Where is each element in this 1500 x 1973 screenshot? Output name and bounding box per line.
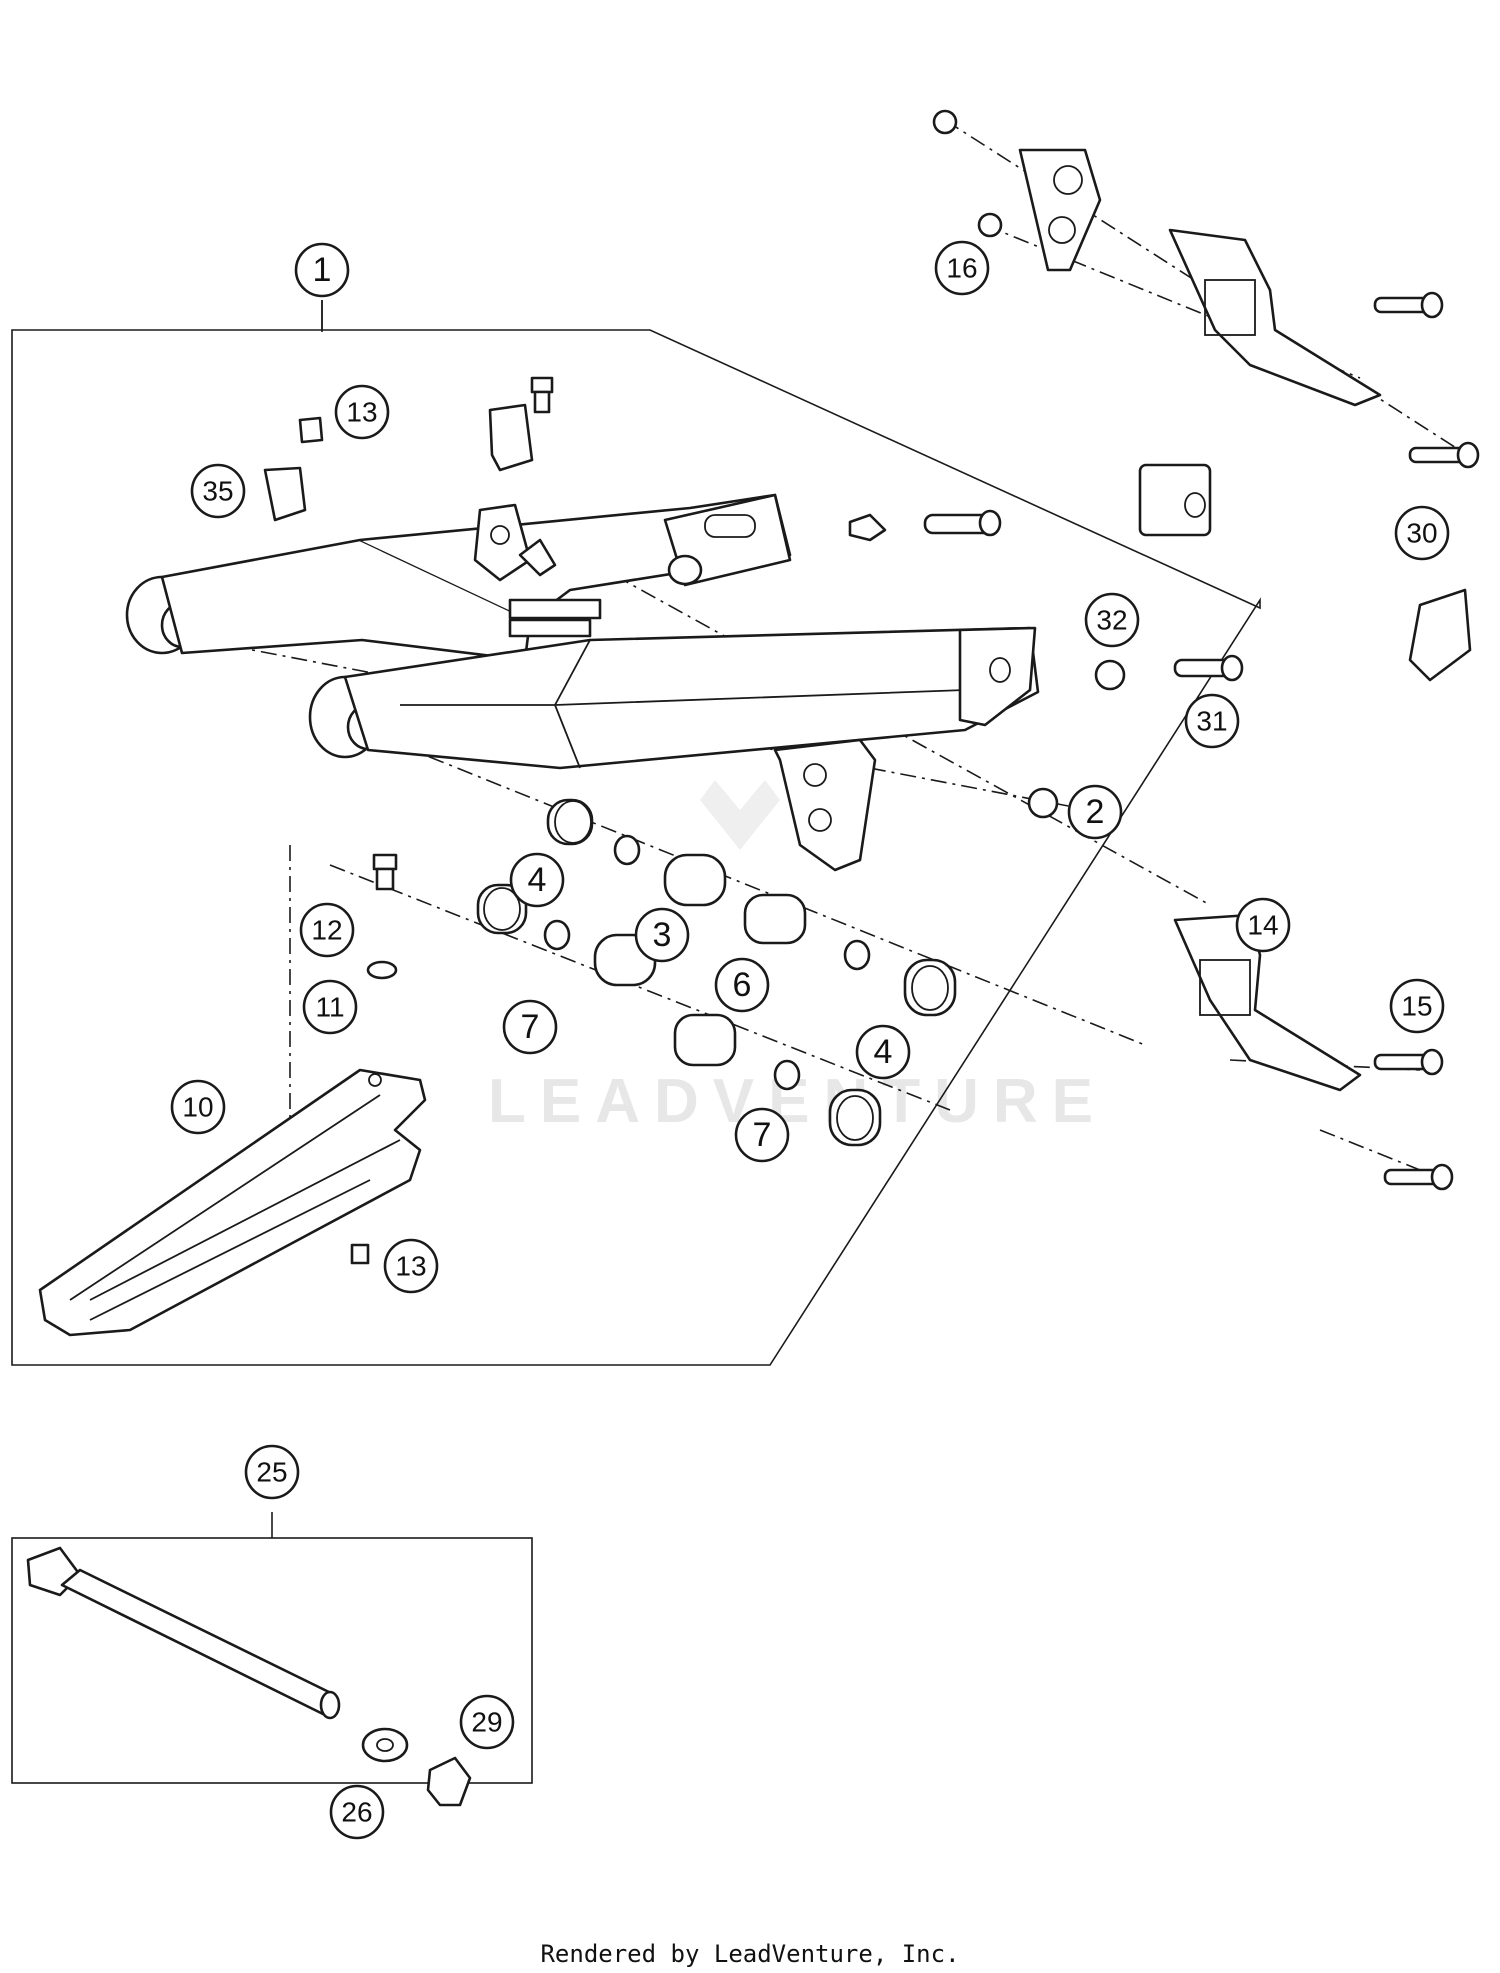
svg-text:32: 32 <box>1096 605 1127 636</box>
svg-text:12: 12 <box>311 915 342 946</box>
svg-text:11: 11 <box>315 992 344 1023</box>
callout-26[interactable]: 26 <box>329 1784 385 1840</box>
svg-text:15: 15 <box>1401 991 1432 1022</box>
callout-11[interactable]: 11 <box>302 979 358 1035</box>
svg-text:6: 6 <box>733 966 752 1004</box>
fasteners <box>263 376 1472 1265</box>
svg-text:14: 14 <box>1247 910 1278 941</box>
callout-7-right[interactable]: 7 <box>734 1107 790 1163</box>
callout-31[interactable]: 31 <box>1184 693 1240 749</box>
callouts: 1 13 35 16 30 32 31 2 4 3 6 12 11 7 4 7 … <box>170 240 1450 1840</box>
callout-15[interactable]: 15 <box>1389 978 1445 1034</box>
callout-16[interactable]: 16 <box>934 240 990 296</box>
axle-group-frame <box>11 1512 533 1784</box>
svg-text:4: 4 <box>528 861 547 899</box>
chain-guide-brackets <box>932 109 1480 1191</box>
callout-13-top[interactable]: 13 <box>334 384 390 440</box>
svg-text:30: 30 <box>1406 518 1437 549</box>
svg-text:29: 29 <box>471 1707 502 1738</box>
callout-32[interactable]: 32 <box>1084 592 1140 648</box>
svg-text:13: 13 <box>395 1251 426 1282</box>
svg-text:25: 25 <box>256 1457 287 1488</box>
svg-text:4: 4 <box>874 1033 893 1071</box>
callout-25[interactable]: 25 <box>244 1444 300 1500</box>
callout-3[interactable]: 3 <box>634 907 690 963</box>
svg-text:31: 31 <box>1196 706 1227 737</box>
callout-4-upper[interactable]: 4 <box>509 852 565 908</box>
swingarm-group-frame <box>11 300 1261 1366</box>
svg-text:2: 2 <box>1086 793 1105 831</box>
swingarm <box>125 493 1040 872</box>
svg-text:16: 16 <box>946 253 977 284</box>
svg-text:7: 7 <box>521 1008 540 1046</box>
footer-credit: Rendered by LeadVenture, Inc. <box>540 1940 960 1968</box>
callout-10[interactable]: 10 <box>170 1079 226 1135</box>
callout-35[interactable]: 35 <box>190 463 246 519</box>
callout-7-left[interactable]: 7 <box>502 999 558 1055</box>
svg-text:7: 7 <box>753 1116 772 1154</box>
callout-29[interactable]: 29 <box>459 1694 515 1750</box>
svg-text:1: 1 <box>313 251 332 289</box>
callout-2[interactable]: 2 <box>1067 784 1123 840</box>
rear-axle <box>26 1546 472 1807</box>
callout-1[interactable]: 1 <box>294 242 350 298</box>
callout-4-lower[interactable]: 4 <box>855 1024 911 1080</box>
svg-text:26: 26 <box>341 1797 372 1828</box>
svg-text:10: 10 <box>182 1092 213 1123</box>
callout-13-bottom[interactable]: 13 <box>383 1238 439 1294</box>
svg-text:3: 3 <box>653 916 672 954</box>
svg-text:35: 35 <box>202 476 233 507</box>
svg-text:13: 13 <box>346 397 377 428</box>
callout-14[interactable]: 14 <box>1235 897 1291 953</box>
chain-slider <box>38 1068 427 1337</box>
callout-6[interactable]: 6 <box>714 957 770 1013</box>
callout-12[interactable]: 12 <box>299 902 355 958</box>
callout-30[interactable]: 30 <box>1394 505 1450 561</box>
